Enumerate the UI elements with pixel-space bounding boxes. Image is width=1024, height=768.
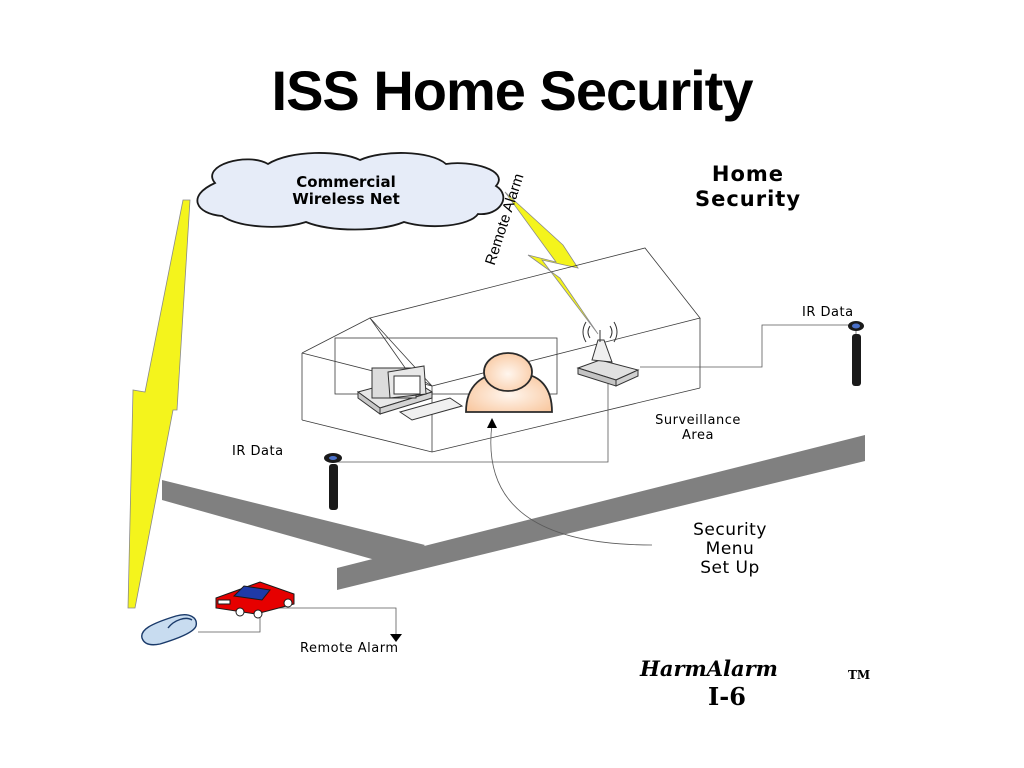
brand-name: HarmAlarm [640,656,778,681]
trademark-mark: TM [848,668,871,682]
road-icon [162,435,865,590]
remote-alarm-car-label: Remote Alarm [300,641,399,656]
ir-data-left-label: IR Data [232,444,284,459]
home-security-label: Home Security [694,162,802,211]
ir-data-right-label: IR Data [802,305,854,320]
cloud-label: Commercial Wireless Net [292,173,400,208]
arrow-down-icon [390,634,402,642]
car-icon [215,581,295,619]
house-outline-icon [301,247,701,453]
mobile-phone-icon [141,614,197,646]
lightning-bolt-icon [127,199,191,609]
ir-sensor-left-icon [324,453,342,510]
page-number: I-6 [708,682,746,711]
arrow-up-icon [487,418,497,428]
cloud-icon [196,152,505,231]
security-menu-label: Security Menu Set Up [693,520,767,578]
person-icon [465,352,553,413]
remote-alarm-lightning-icon [504,191,599,335]
ir-sensor-right-icon [848,321,864,386]
wireless-router-icon [576,321,640,387]
page-title: ISS Home Security [271,59,754,122]
surveillance-area-label: Surveillance Area [655,413,741,443]
computer-icon [356,365,464,421]
